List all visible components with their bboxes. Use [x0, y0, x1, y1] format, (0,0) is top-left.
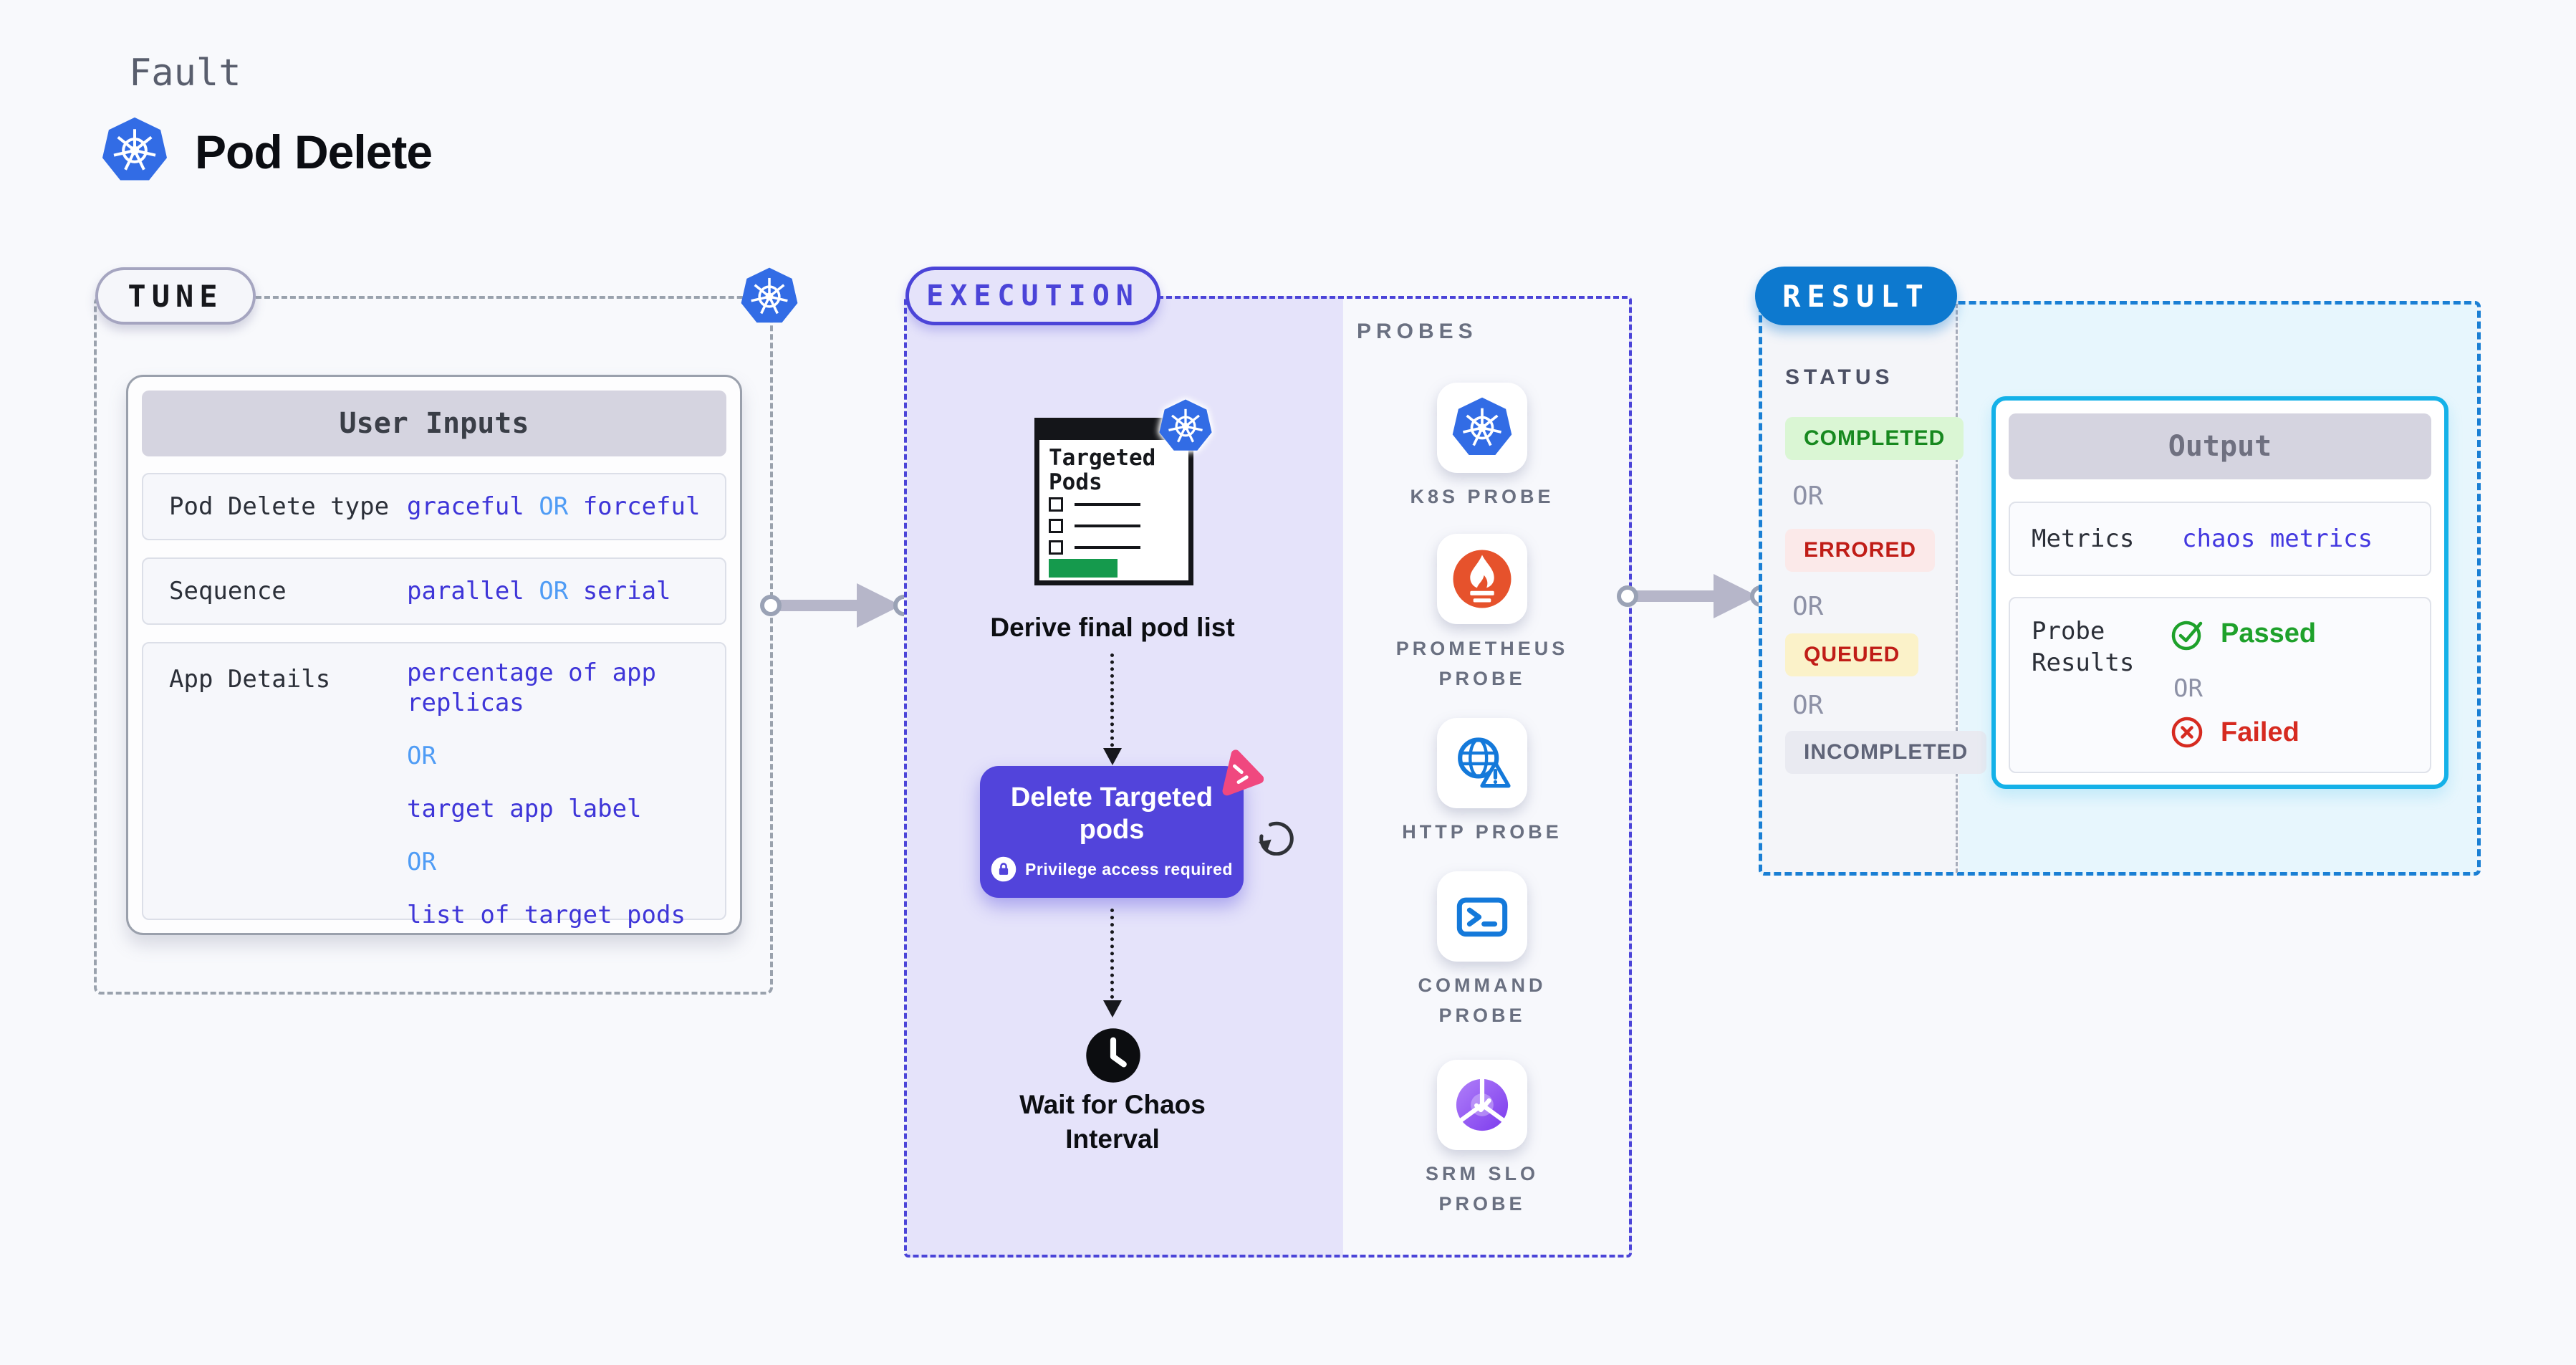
value-option: target app label	[407, 795, 642, 823]
status-badge-completed: COMPLETED	[1785, 417, 1964, 460]
pod-list-item	[1049, 497, 1140, 512]
derive-pod-list-caption: Derive final pod list	[990, 613, 1235, 642]
probe-label: PROMETHEUS PROBE	[1395, 638, 1569, 689]
status-badge-errored: ERRORED	[1785, 529, 1936, 572]
delete-targeted-pods-node: Delete Targeted pods Privilege access re…	[980, 766, 1244, 898]
probe-card-k8s	[1437, 383, 1527, 473]
chaos-fault-icon	[1222, 749, 1264, 796]
x-circle-icon	[2171, 717, 2203, 748]
input-row-value: parallel OR serial	[407, 576, 671, 606]
output-row-metrics: Metrics chaos metrics	[2009, 502, 2431, 576]
input-row-label: App Details	[169, 665, 331, 694]
terminal-icon	[1456, 897, 1508, 937]
tune-section-pill: TUNE	[95, 267, 256, 325]
arrowhead-down-icon	[1103, 748, 1122, 765]
user-inputs-header: User Inputs	[142, 391, 726, 456]
value-option: parallel	[407, 577, 524, 605]
result-section-pill: RESULT	[1755, 267, 1957, 325]
lock-icon	[991, 856, 1017, 882]
input-row-app-details: App Details percentage of app replicas O…	[142, 642, 726, 929]
clock-icon	[1086, 1028, 1140, 1083]
slo-check-icon	[1456, 1078, 1509, 1131]
flow-arrow-execution-to-result	[1617, 574, 1772, 618]
output-row-label: Probe Results	[2032, 617, 2135, 677]
wait-chaos-interval-caption: Wait for Chaos Interval	[1019, 1090, 1206, 1154]
kubernetes-icon	[100, 116, 169, 185]
flow-arrow-tune-to-execution	[760, 583, 915, 628]
checkbox-icon	[1049, 497, 1063, 512]
value-option: percentage of app replicas	[407, 658, 656, 717]
probe-card-srm-slo	[1437, 1060, 1527, 1150]
input-row-pod-delete-type: Pod Delete type graceful OR forceful	[142, 473, 726, 540]
dotted-connector	[1110, 653, 1114, 754]
dotted-connector	[1110, 909, 1114, 1006]
probe-card-command	[1437, 871, 1527, 962]
checkbox-icon	[1049, 540, 1063, 555]
page-title: Pod Delete	[195, 125, 433, 178]
value-option: list of target pods	[407, 901, 686, 929]
prometheus-icon	[1453, 550, 1512, 608]
value-option: serial	[582, 577, 671, 605]
input-row-label: Pod Delete type	[169, 492, 390, 521]
pod-list-item	[1049, 519, 1140, 533]
privilege-note-text: Privilege access required	[1025, 859, 1233, 878]
probe-label: SRM SLO PROBE	[1425, 1163, 1539, 1215]
status-badge-queued: QUEUED	[1785, 633, 1919, 676]
probe-result-failed: Failed	[2169, 714, 2299, 750]
failed-text: Failed	[2221, 717, 2299, 747]
tune-section-box	[94, 296, 773, 995]
targeted-pods-title: Targeted Pods	[1049, 445, 1156, 495]
kubernetes-icon	[739, 267, 799, 327]
check-circle-icon	[2171, 621, 2203, 651]
or-word: OR	[539, 492, 569, 521]
metrics-value: chaos metrics	[2182, 525, 2373, 553]
input-row-sequence: Sequence parallel OR serial	[142, 557, 726, 625]
value-option: forceful	[582, 492, 701, 521]
kubernetes-icon	[1158, 398, 1213, 454]
or-word: OR	[1792, 592, 1824, 621]
pod-list-item	[1049, 540, 1140, 555]
probes-heading: PROBES	[1357, 320, 1478, 343]
status-output-divider	[1956, 304, 1958, 873]
status-heading: STATUS	[1785, 365, 1894, 389]
green-action-bar	[1049, 559, 1118, 578]
passed-text: Passed	[2221, 618, 2317, 648]
retry-loop-icon	[1258, 821, 1294, 856]
probe-label: COMMAND PROBE	[1418, 974, 1547, 1026]
output-row-label: Metrics	[2032, 525, 2135, 553]
probe-label: HTTP PROBE	[1402, 821, 1562, 843]
execution-section-pill: EXECUTION	[905, 267, 1160, 325]
or-word: OR	[539, 577, 569, 605]
input-row-value: percentage of app replicas OR target app…	[407, 658, 701, 930]
delete-targeted-pods-label: Delete Targeted pods	[1010, 782, 1213, 845]
probe-label: K8S PROBE	[1410, 486, 1554, 507]
input-row-value: graceful OR forceful	[407, 492, 700, 522]
or-word: OR	[1792, 691, 1824, 720]
probe-result-passed: Passed	[2169, 616, 2316, 651]
output-row-probe-results: Probe Results Passed OR Failed	[2009, 597, 2431, 773]
fault-eyebrow-label: Fault	[129, 52, 241, 95]
input-row-label: Sequence	[169, 577, 287, 605]
checkbox-icon	[1049, 519, 1063, 533]
or-word: OR	[407, 848, 436, 876]
globe-warning-icon	[1458, 737, 1511, 788]
value-option: graceful	[407, 492, 524, 521]
or-word: OR	[2173, 674, 2203, 703]
list-line	[1075, 525, 1140, 527]
kubernetes-icon	[1451, 396, 1514, 459]
status-badge-incompleted: INCOMPLETED	[1785, 731, 1987, 774]
probe-card-prometheus	[1437, 534, 1527, 624]
or-word: OR	[1792, 482, 1824, 511]
arrowhead-down-icon	[1103, 1000, 1122, 1017]
or-word: OR	[407, 742, 436, 770]
list-line	[1075, 503, 1140, 506]
list-line	[1075, 546, 1140, 549]
privilege-note-row: Privilege access required	[991, 856, 1233, 882]
probe-card-http	[1437, 718, 1527, 808]
output-header: Output	[2009, 413, 2431, 479]
